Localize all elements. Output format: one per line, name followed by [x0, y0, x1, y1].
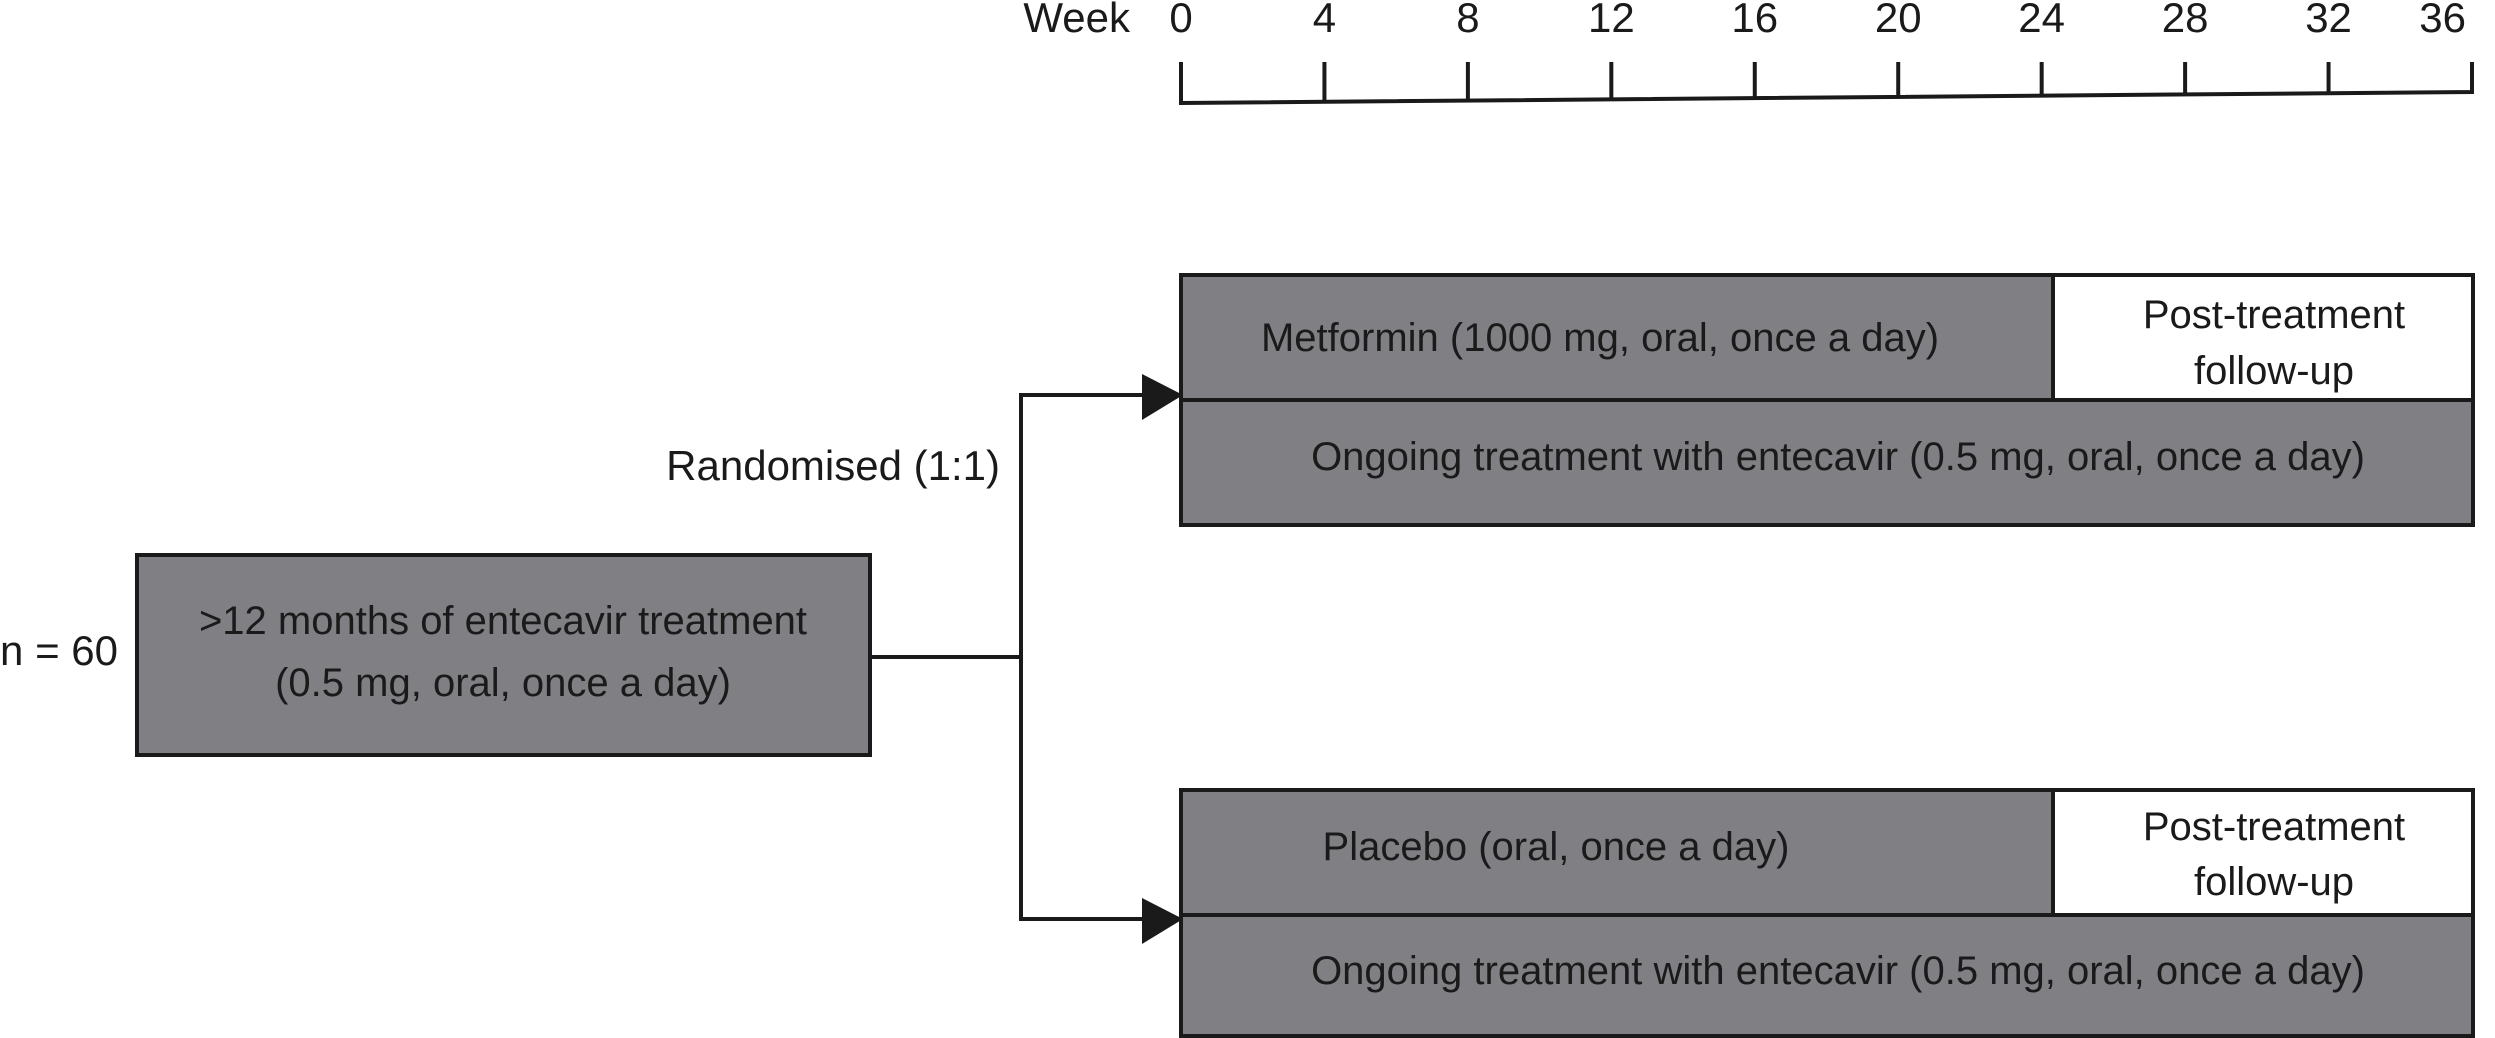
arm2-treatment-label: Placebo (oral, once a day)	[1323, 825, 1790, 869]
enrollment-line2: (0.5 mg, oral, once a day)	[275, 661, 731, 705]
arrow-head-arm2	[1142, 898, 1183, 944]
timeline-tick-label: 8	[1456, 0, 1479, 41]
enrollment-line1: >12 months of entecavir treatment	[199, 599, 807, 643]
arm1-background-box	[1179, 398, 2475, 527]
arm1-followup-line2: follow-up	[2194, 349, 2354, 393]
timeline-tick-label: 0	[1169, 0, 1192, 41]
enrollment: n = 60 >12 months of entecavir treatment…	[0, 553, 872, 757]
timeline-label: Week	[1023, 0, 1131, 41]
enrollment-box	[135, 553, 872, 757]
timeline-tick-label: 24	[2018, 0, 2065, 41]
timeline-tick-label: 36	[2419, 0, 2466, 41]
timeline-tick-label: 4	[1313, 0, 1336, 41]
arm2-followup-box	[2051, 788, 2475, 917]
timeline-tick-label: 32	[2305, 0, 2352, 41]
arm1-followup-box	[2051, 273, 2475, 402]
timeline-tick-label: 12	[1588, 0, 1635, 41]
timeline-tick-label: 28	[2162, 0, 2209, 41]
randomisation-connector: Randomised (1:1)	[666, 374, 1183, 944]
arrow-head-arm1	[1142, 374, 1183, 420]
arm2-followup-line1: Post-treatment	[2143, 805, 2405, 849]
timeline-axis	[1179, 62, 2474, 106]
timeline-tick-label: 20	[1875, 0, 1922, 41]
enrollment-count: n = 60	[0, 627, 118, 674]
timeline-tick-label: 16	[1731, 0, 1778, 41]
timeline-ticks: 0 4 8 12 16 20 24 28 32 36	[1169, 0, 2466, 102]
randomisation-label: Randomised (1:1)	[666, 442, 1000, 489]
arm1-treatment-box	[1179, 273, 2055, 402]
arm2-followup-line2: follow-up	[2194, 860, 2354, 904]
arm1-followup-line1: Post-treatment	[2143, 293, 2405, 337]
arm2-background-label: Ongoing treatment with entecavir (0.5 mg…	[1311, 949, 2365, 993]
arm-metformin: Metformin (1000 mg, oral, once a day) Po…	[1179, 273, 2475, 527]
arm1-treatment-label: Metformin (1000 mg, oral, once a day)	[1261, 316, 1939, 360]
arm2-background-box	[1179, 913, 2475, 1038]
arm1-background-label: Ongoing treatment with entecavir (0.5 mg…	[1311, 435, 2365, 479]
timeline: Week 0 4 8 12 16 20 24 28 32 36	[1023, 0, 2474, 106]
arm-placebo: Placebo (oral, once a day) Post-treatmen…	[1179, 788, 2475, 1038]
